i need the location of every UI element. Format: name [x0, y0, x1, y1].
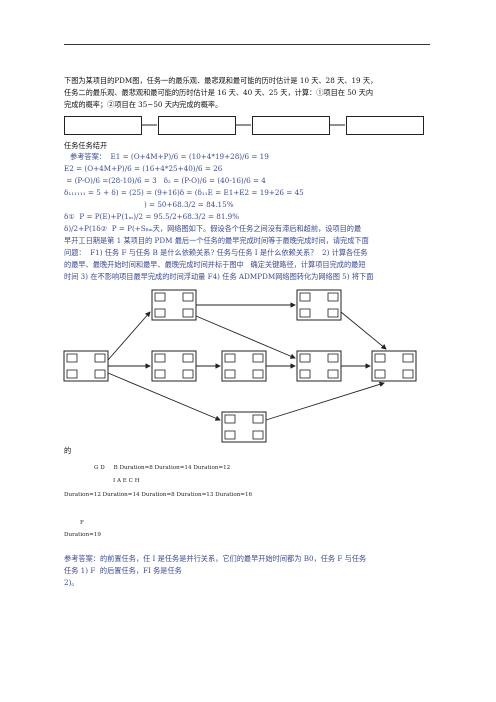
node-e [221, 350, 267, 382]
answer1-line-4: δ₁₁₁₁₁₁ = 5 + δ) = (25) = (9+16)δ = (δ₁₁… [64, 188, 304, 197]
answer1-line-3: = (P-O)/6 =(28-10)/6 = 3 δ₂ = (P-O)/6 = … [64, 176, 266, 185]
legend-f-duration: Duration=19 [64, 532, 101, 538]
legend-row-3: Duration=12 Duration=14 Duration=8 Durat… [64, 492, 253, 498]
question2-line-2: 早开工日期是第 1 某项目的 PDM 最后一个任务的最早完成时间等于最晚完成时间… [64, 236, 369, 245]
answer1-line-6: δ① P = P(E)+P(1ᵢₙ)/2 = 95.5/2+68.3/2 = 8… [64, 212, 240, 221]
node-c [296, 350, 342, 382]
answer2-line-1: 参考答案：的前置任务，任 I 是任务是并行关系，它们的最早开始时间都为 B0，任… [64, 554, 367, 563]
node-a [151, 350, 197, 382]
legend-row-2: I A E C H [113, 478, 140, 484]
pdm-box-end [346, 116, 424, 135]
node-h [371, 350, 417, 382]
de-char: 的 [64, 446, 72, 455]
question2-line-4: 的最早、最晚开始时间和最早、最晚完成时间并标于图中 确定关键路径，计算项目完成的… [64, 260, 366, 269]
answer1-line-1: 参考答案： E1 = (O+4M+P)/6 = (10+4*19+28)/6 =… [70, 152, 269, 161]
node-start [63, 350, 109, 382]
question2-line-1: δ)/2+P(1δ② P = P(+Sᵦₘ天，网络图如下。假设各个任务之间没有滞… [64, 224, 362, 233]
node-g [151, 289, 197, 321]
intro-line-3: 完成的概率；②项目在 35~50 天内完成的概率。 [64, 100, 223, 109]
answer1-line-5: ) = 50+68.3/2 = 84.15% [64, 200, 234, 209]
answer1-line-2: E2 = (O+4M+P)/6 = (16+4*25+40)/6 = 26 [64, 164, 223, 173]
node-f [221, 411, 267, 443]
question2-line-5: 时间 3) 在不影响项目最早完成的时间浮动量 F4) 任务 ADMPDM网络图转… [64, 272, 374, 281]
legend-f-label: F [80, 520, 84, 526]
intro-line-2: 任务二的最乐观、最悲观和最可能的历时估计是 16 天、40 天、25 天，计算：… [64, 88, 374, 97]
intro-line-1: 下图为某项目的PDM图，任务一的最乐观、最悲观和最可能的历时估计是 10 天、2… [64, 76, 378, 85]
answer2-line-3: 2)。 [64, 578, 79, 587]
header-rule [64, 44, 430, 45]
node-d [296, 289, 342, 321]
question2-line-3: 问题： F1) 任务 F 与任务 B 是什么依赖关系? 任务与任务 I 是什么依… [64, 248, 368, 257]
task-row-label: 任务任务结开 [64, 141, 108, 150]
legend-row-1: G D B Duration=8 Duration=14 Duration=12 [94, 465, 231, 471]
answer2-line-2: 任务 1) F 的后置任务，FI 务是任务 [64, 566, 182, 575]
